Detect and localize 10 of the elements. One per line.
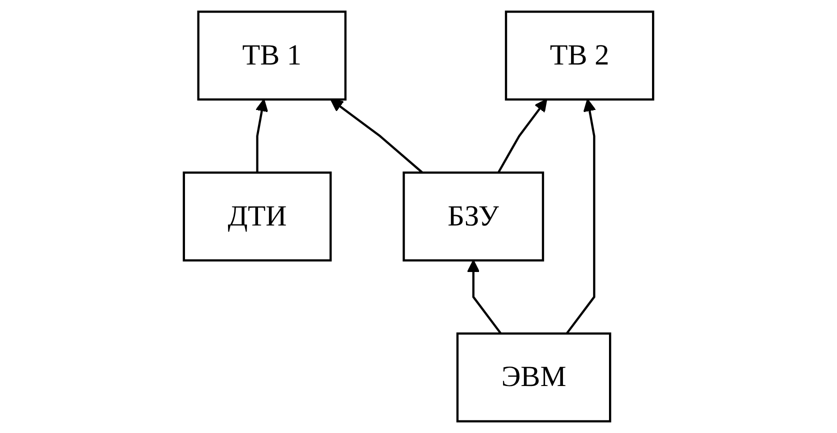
node-box: БЗУ (402, 172, 544, 262)
arrow (497, 98, 548, 174)
node-box: ТВ 2 (504, 10, 654, 101)
node-box: ЭВМ (456, 332, 612, 422)
node-box: ДТИ (182, 172, 332, 262)
arrow (255, 98, 268, 173)
arrow (566, 98, 596, 334)
arrow (330, 98, 424, 174)
arrow (466, 260, 502, 334)
node-box: ТВ 1 (197, 10, 347, 101)
